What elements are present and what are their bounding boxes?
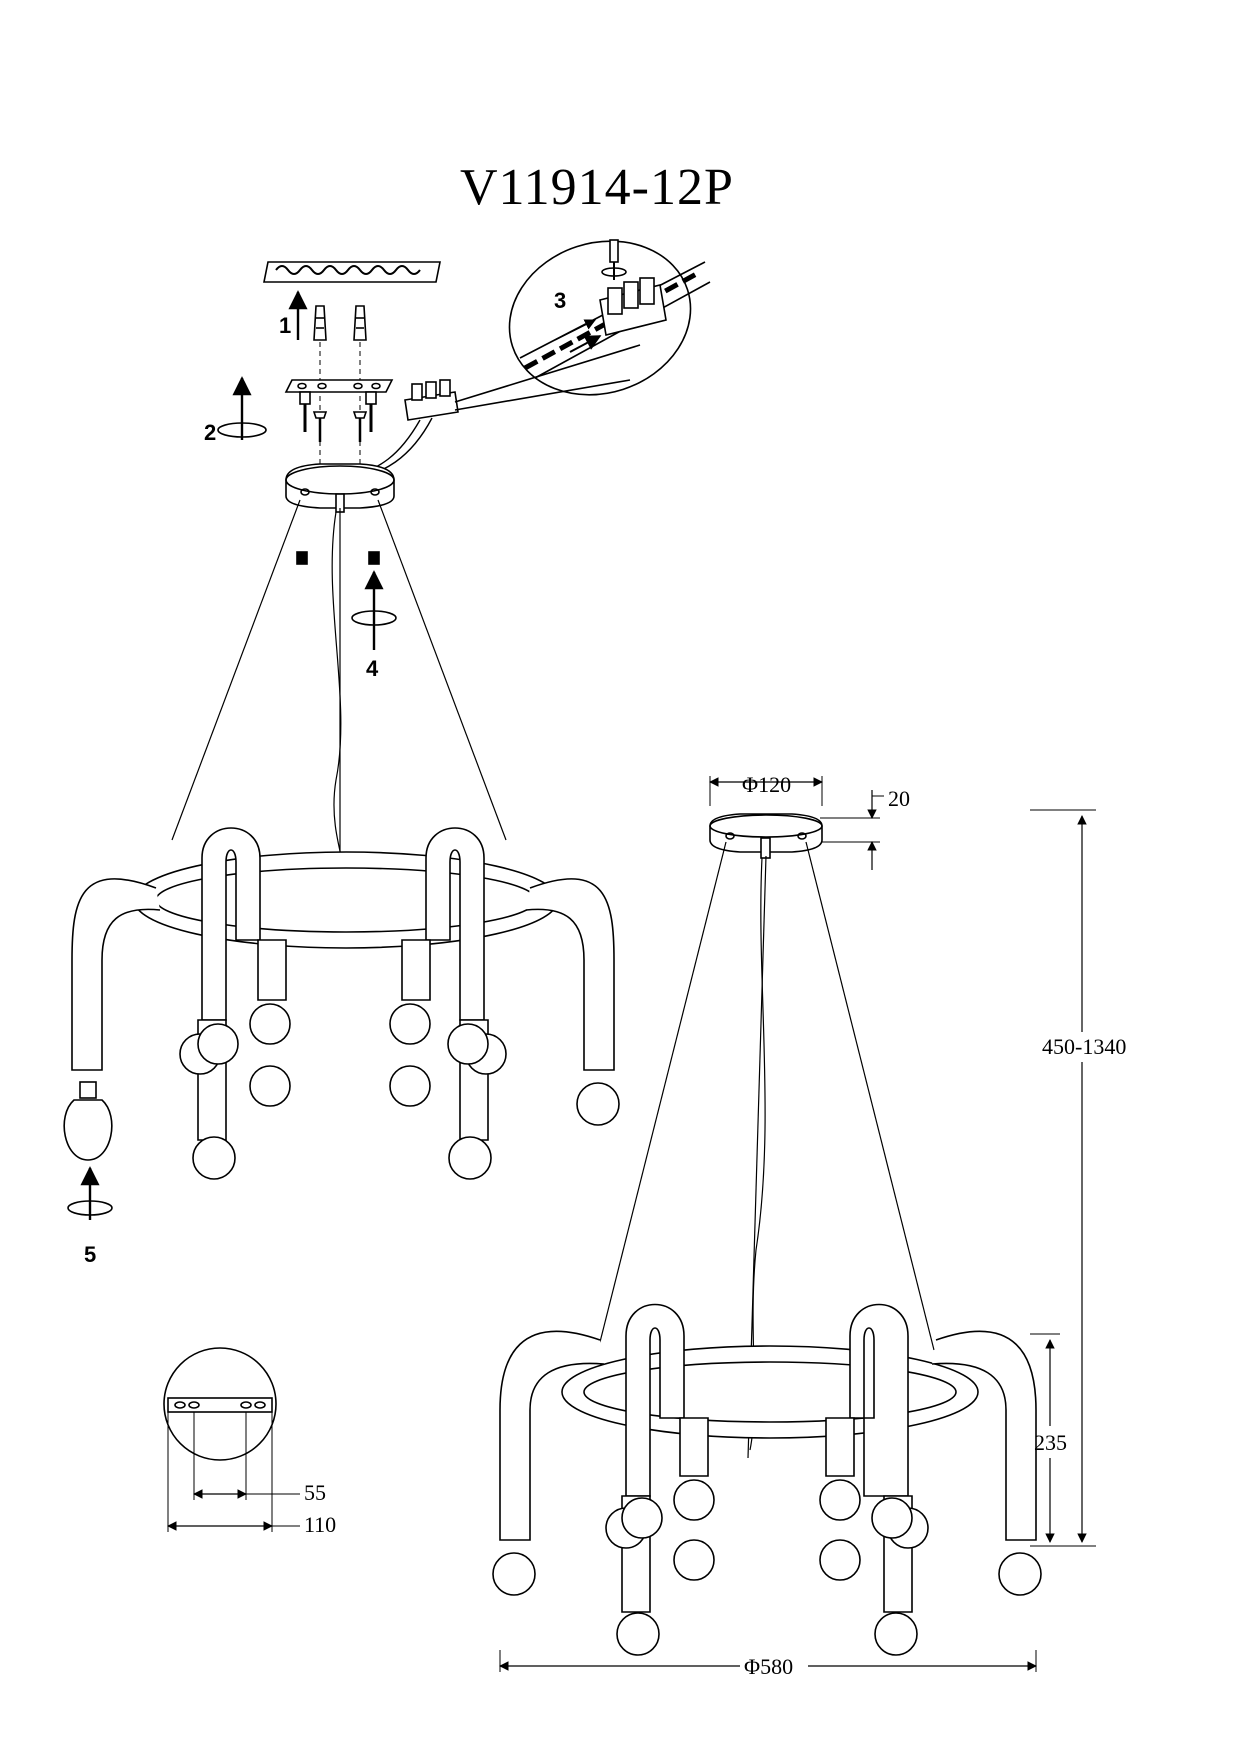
wall-anchor-icon xyxy=(313,305,327,341)
chandelier-ring-icon xyxy=(133,851,559,949)
canopy-height-label: 20 xyxy=(888,786,910,811)
terminal-block-icon xyxy=(599,277,667,336)
canopy-icon xyxy=(709,813,823,859)
cap-nut-icon xyxy=(368,551,380,565)
step-5-label: 5 xyxy=(84,1242,96,1267)
ceiling-icon xyxy=(263,261,441,283)
step-4-label: 4 xyxy=(366,656,379,681)
rotate-icon xyxy=(351,610,397,626)
body-height-label: 235 xyxy=(1034,1430,1067,1455)
body-diameter-label: Φ580 xyxy=(744,1654,793,1679)
rotate-icon xyxy=(217,422,267,438)
light-bulb-icon xyxy=(179,1003,620,1180)
canopy-icon xyxy=(285,463,395,513)
step-1-label: 1 xyxy=(279,313,291,338)
light-bulb-icon xyxy=(492,1479,1042,1656)
cap-nut-icon xyxy=(296,551,308,565)
screw-icon xyxy=(312,411,328,442)
screw-icon xyxy=(365,391,377,432)
screw-icon xyxy=(299,391,311,432)
mounting-bracket-icon xyxy=(284,379,394,393)
exploded-view xyxy=(63,239,711,1220)
step-2-label: 2 xyxy=(204,420,216,445)
wall-anchor-icon xyxy=(353,305,367,341)
rotate-icon xyxy=(67,1200,113,1216)
bracket-length-label: 110 xyxy=(304,1512,336,1537)
dimensioned-view xyxy=(492,776,1096,1672)
chandelier-ring-icon xyxy=(561,1345,979,1439)
screwdriver-icon xyxy=(609,239,619,280)
terminal-block-icon xyxy=(404,379,459,421)
wire-connection-detail xyxy=(508,239,711,396)
step-3-label: 3 xyxy=(554,288,566,313)
model-title: V11914-12P xyxy=(460,159,734,216)
bracket-hole-spacing-label: 55 xyxy=(304,1480,326,1505)
hanging-height-label: 450-1340 xyxy=(1042,1034,1126,1059)
screw-icon xyxy=(352,411,368,442)
bracket-detail xyxy=(163,1347,300,1532)
canopy-diameter-label: Φ120 xyxy=(742,772,791,797)
light-bulb-icon xyxy=(63,1081,113,1161)
